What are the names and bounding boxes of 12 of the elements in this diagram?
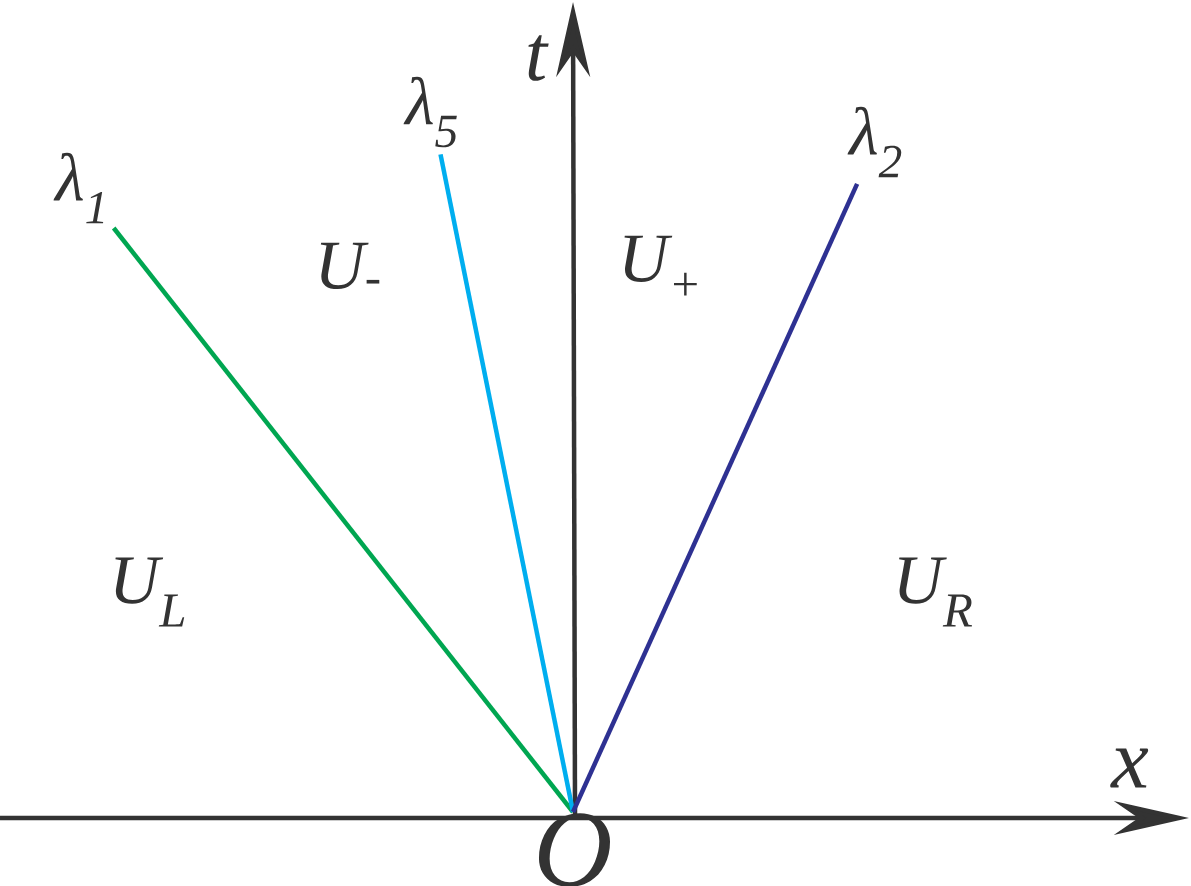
wave-label: λ$_{5}$ xyxy=(403,76,457,148)
region-label: U$_{R}$ xyxy=(899,557,973,627)
region-label: U$_{+}$ xyxy=(624,235,697,296)
wave-label: λ$_{2}$ xyxy=(847,106,902,178)
region-label: U$_{L}$ xyxy=(115,557,185,627)
axis-label: x xyxy=(1110,748,1149,788)
wave-line xyxy=(438,153,576,813)
region-label: U$_{-}$ xyxy=(320,242,380,290)
wave-line xyxy=(111,226,575,814)
wave-label: λ$_{1}$ xyxy=(53,152,104,224)
axis-label: t xyxy=(528,35,549,81)
wave-line xyxy=(570,183,860,813)
